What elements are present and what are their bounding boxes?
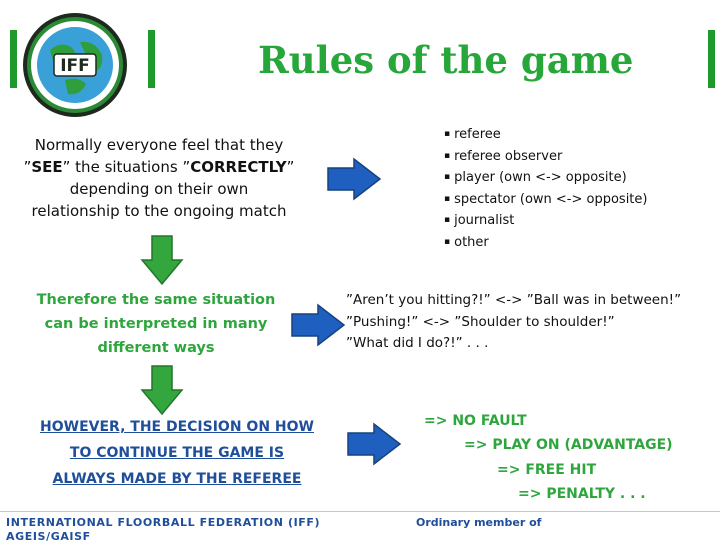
perception-line-4: relationship to the ongoing match [31,202,287,220]
example-quotes: ”Aren’t you hitting?!” <-> ”Ball was in … [346,290,681,355]
footer-organization: INTERNATIONAL FLOORBALL FEDERATION (IFF)… [6,516,321,541]
decision-text: ALWAYS MADE BY THE REFEREE [52,471,302,487]
left-bar-inner [148,30,155,88]
perception-line-1: Normally everyone feel that they [34,136,284,154]
see-emphasis: SEE [31,158,63,176]
svg-text:IFF: IFF [60,56,90,76]
footer: INTERNATIONAL FLOORBALL FEDERATION (IFF)… [0,511,720,541]
perception-line-2: ”SEE” the situations ”CORRECTLY” [14,156,304,178]
interpretation-line-3: different ways [97,340,215,356]
decision-line-3: ALWAYS MADE BY THE REFEREE [22,466,332,492]
decision-text: TO CONTINUE THE GAME IS [69,445,285,461]
arrow-down-icon [140,365,184,416]
list-item: player (own <-> opposite) [444,167,647,189]
perception-line-3: depending on their own [69,180,249,198]
quote-line-2: ”Pushing!” <-> ”Shoulder to shoulder!” [346,313,615,330]
list-item: referee [444,124,647,146]
interpretation-paragraph: Therefore the same situation can be inte… [18,288,294,360]
page-title: Rules of the game [258,38,634,82]
quote-line-3: ”What did I do?!” . . . [346,335,489,351]
result-no-fault: => NO FAULT [424,413,527,429]
arrow-right-icon [291,303,346,347]
arrow-right-icon [347,422,402,466]
decision-text: HOWEVER, THE DECISION ON HOW [40,419,314,435]
decision-line-2: TO CONTINUE THE GAME IS [22,440,332,466]
referee-decision-paragraph: HOWEVER, THE DECISION ON HOW TO CONTINUE… [22,414,332,492]
decision-line-1: HOWEVER, THE DECISION ON HOW [22,414,332,440]
quote-mark: ” [23,158,32,176]
correctly-emphasis: CORRECTLY [190,158,287,176]
right-bar [708,30,715,88]
quote-mark: ” [286,158,295,176]
list-item: other [444,232,647,254]
result-free-hit: => FREE HIT [497,462,597,478]
list-item: referee observer [444,146,647,168]
arrow-down-icon [140,235,184,286]
see-middle-text: ” the situations ” [62,158,191,176]
result-play-on: => PLAY ON (ADVANTAGE) [464,437,673,453]
arrow-right-icon [327,157,382,201]
role-list: referee referee observer player (own <->… [444,124,647,253]
result-penalty: => PENALTY . . . [518,486,646,502]
footer-membership: Ordinary member of [416,516,542,529]
quote-line-1: ”Aren’t you hitting?!” <-> ”Ball was in … [346,292,682,308]
perception-paragraph: Normally everyone feel that they ”SEE” t… [14,134,304,222]
iff-logo-icon: IFF [20,10,130,120]
interpretation-line-2: can be interpreted in many [44,316,268,332]
list-item: journalist [444,210,647,232]
interpretation-line-1: Therefore the same situation [36,292,276,308]
left-bar-outer [10,30,17,88]
list-item: spectator (own <-> opposite) [444,189,647,211]
